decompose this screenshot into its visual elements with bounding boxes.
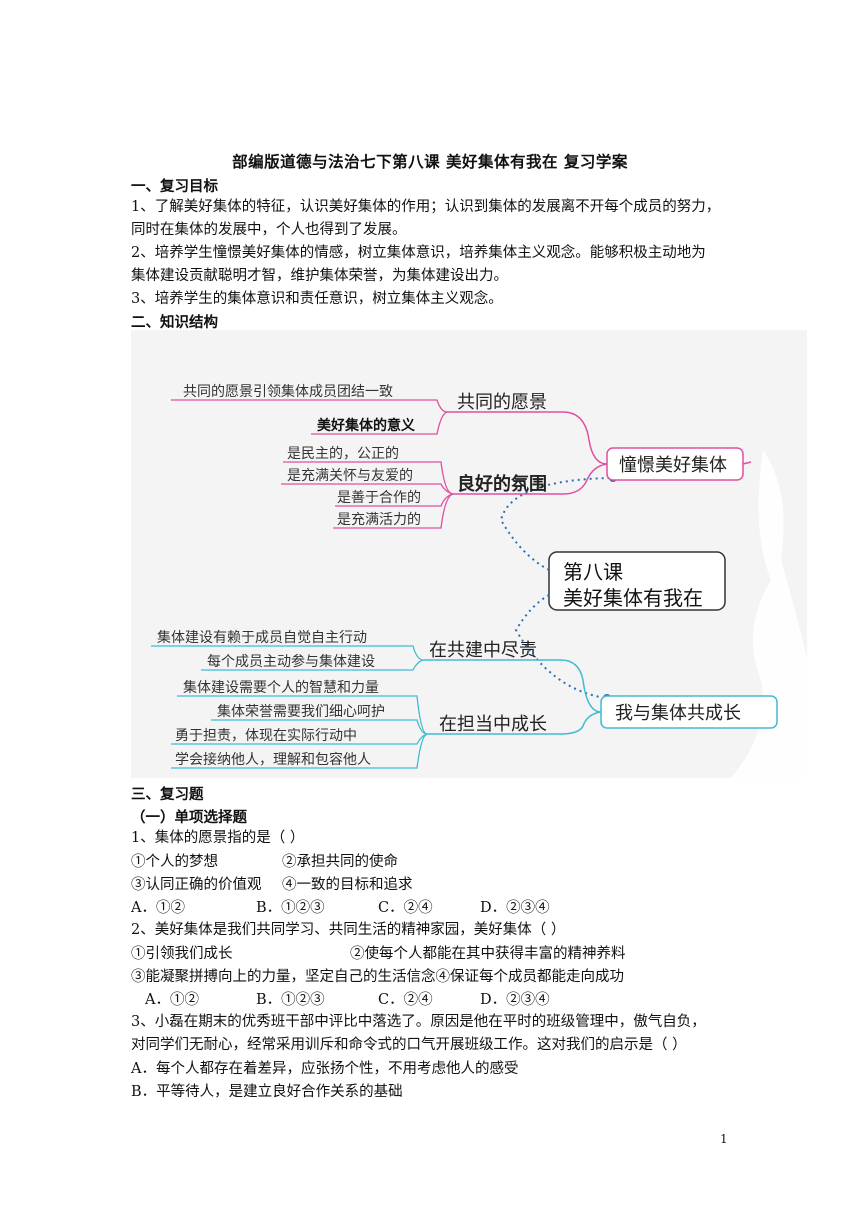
branch-bottom: 我与集体共成长: [615, 703, 741, 724]
page-number: 1: [720, 1132, 728, 1146]
goal-line: 集体建设贡献聪明才智，维护集体荣誉，为集体建设出力。: [131, 268, 508, 284]
build-item: 每个成员主动参与集体建设: [207, 653, 375, 670]
sub-atmosphere: 良好的氛围: [457, 473, 547, 495]
statement: ④一致的目标和追求: [282, 877, 413, 893]
center-title-1: 第八课: [563, 560, 623, 584]
statement: ③认同正确的价值观: [131, 877, 262, 893]
center-title-2: 美好集体有我在: [563, 586, 703, 610]
grow-item: 学会接纳他人，理解和包容他人: [175, 751, 371, 768]
grow-item: 集体建设需要个人的智慧和力量: [183, 679, 379, 696]
goal-line: 2、培养学生憧憬美好集体的情感，树立集体意识，培养集体主义观念。能够积极主动地为: [131, 245, 706, 261]
answer-option-b[interactable]: B．①②③: [256, 900, 325, 916]
answer-option-d[interactable]: D．②③④: [480, 900, 550, 916]
goal-line: 3、培养学生的集体意识和责任意识，树立集体主义观念。: [131, 291, 503, 307]
statement: ③能凝聚拼搏向上的力量，坚定自己的生活信念④保证每个成员都能走向成功: [131, 969, 624, 985]
sub-grow: 在担当中成长: [439, 714, 547, 735]
atmosphere-item: 是民主的，公正的: [287, 446, 399, 462]
grow-item: 集体荣誉需要我们细心呵护: [217, 703, 385, 720]
statement: ②使每个人都能在其中获得丰富的精神养料: [350, 946, 626, 962]
question-stem: 对同学们无耐心，经常采用训斥和命令式的口气开展班级工作。这对我们的启示是（ ）: [131, 1037, 687, 1053]
atmosphere-item: 是充满活力的: [337, 512, 421, 528]
section-heading-review: 三、复习题: [131, 786, 204, 803]
vision-item: 美好集体的意义: [317, 417, 415, 434]
answer-option-a[interactable]: A．①②: [131, 900, 185, 916]
goal-line: 1、了解美好集体的特征，认识美好集体的作用；认识到集体的发展离不开每个成员的努力…: [131, 199, 721, 215]
answer-option-c[interactable]: C．②④: [378, 900, 433, 916]
page-title: 部编版道德与法治七下第八课 美好集体有我在 复习学案: [232, 152, 628, 171]
section-heading-goals: 一、复习目标: [131, 178, 218, 195]
atmosphere-item: 是善于合作的: [337, 490, 421, 506]
question-stem: 1、集体的愿景指的是（ ）: [131, 830, 305, 846]
answer-option-a[interactable]: A．①②: [145, 992, 199, 1008]
statement: ①引领我们成长: [131, 946, 233, 962]
center-node: [548, 551, 726, 611]
atmosphere-item: 是充满关怀与友爱的: [287, 468, 413, 484]
goal-line: 同时在集体的发展中，个人也得到了发展。: [131, 222, 407, 238]
answer-option-c[interactable]: C．②④: [378, 992, 433, 1008]
vision-item: 共同的愿景引领集体成员团结一致: [183, 383, 393, 400]
sub-heading-single-choice: （一）单项选择题: [131, 809, 247, 826]
question-stem: 2、美好集体是我们共同学习、共同生活的精神家园，美好集体（ ）: [131, 922, 566, 938]
sub-vision: 共同的愿景: [457, 392, 547, 413]
knowledge-mindmap: 第八课 美好集体有我在 憧憬美好集体 共同的愿景 良好的氛围 共同的愿景引领集体…: [131, 330, 807, 778]
branch-top: 憧憬美好集体: [619, 455, 727, 476]
answer-option-d[interactable]: D．②③④: [480, 992, 550, 1008]
question-stem: 3、小磊在期末的优秀班干部中评比中落选了。原因是他在平时的班级管理中，傲气自负，: [131, 1014, 706, 1030]
build-item: 集体建设有赖于成员自觉自主行动: [157, 629, 367, 646]
grow-item: 勇于担责，体现在实际行动中: [175, 728, 357, 744]
statement: ①个人的梦想: [131, 854, 218, 870]
section-heading-structure: 二、知识结构: [131, 314, 218, 331]
answer-option-b[interactable]: B．平等待人，是建立良好合作关系的基础: [131, 1084, 403, 1100]
statement: ②承担共同的使命: [282, 854, 398, 870]
answer-option-b[interactable]: B．①②③: [256, 992, 325, 1008]
answer-option-a[interactable]: A．每个人都存在着差异，应张扬个性，不用考虑他人的感受: [131, 1061, 519, 1077]
sub-build: 在共建中尽责: [429, 640, 537, 661]
